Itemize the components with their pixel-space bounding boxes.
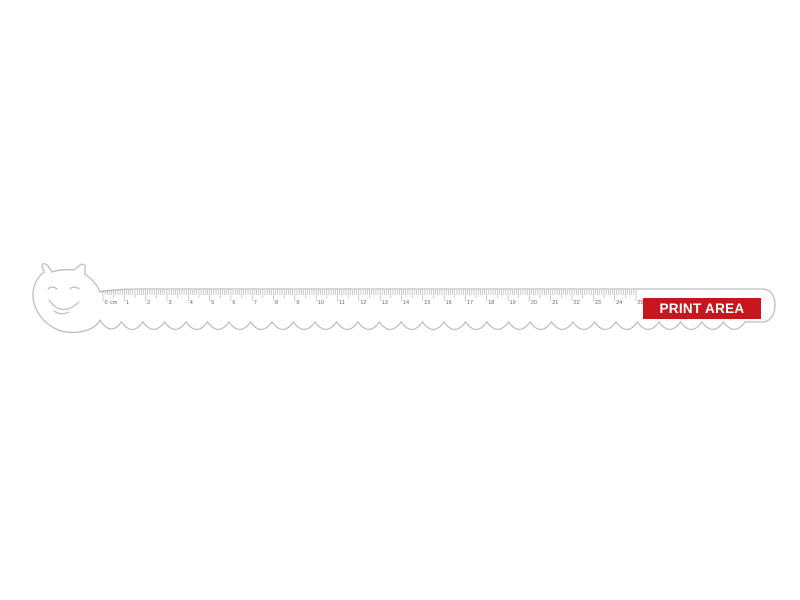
ruler-scale-number: 20 (531, 300, 537, 306)
ruler-scale-number: 13 (382, 300, 388, 306)
ruler-scale-number: 6 (232, 300, 235, 306)
print-area-badge: PRINT AREA (643, 298, 761, 319)
ruler-scale-number: 17 (467, 300, 473, 306)
ruler-scale-number: 14 (403, 300, 409, 306)
ruler-scale-number: 12 (360, 300, 366, 306)
ruler-scale-number: 21 (552, 300, 558, 306)
ruler-scale-number: 8 (275, 300, 278, 306)
ruler-scale-number: 4 (190, 300, 193, 306)
ruler-scale-number: 3 (168, 300, 171, 306)
scalloped-bottom-edge (99, 319, 762, 331)
ruler-scale-number: 16 (446, 300, 452, 306)
ruler-scale-number: 9 (296, 300, 299, 306)
ruler-scale-number: 2 (147, 300, 150, 306)
ruler-scale-number: 0 (105, 300, 108, 306)
caterpillar-head-outline (32, 263, 101, 334)
ruler-scale-number: 5 (211, 300, 214, 306)
ruler-scale-number: 19 (510, 300, 516, 306)
ruler-top-edge (99, 288, 776, 323)
ruler-scale-number: 18 (488, 300, 494, 306)
ruler-scale-number: 22 (574, 300, 580, 306)
ruler-scale-number: 15 (424, 300, 430, 306)
ruler-scale-number: 7 (254, 300, 257, 306)
smiley-face-icon (47, 286, 80, 315)
ruler-scale-number: 11 (339, 300, 345, 306)
ruler-scale-number: 1 (126, 300, 129, 306)
ruler-scale-ticks (102, 290, 637, 301)
ruler-scale-number: 24 (616, 300, 622, 306)
ruler-scale-number: 23 (595, 300, 601, 306)
ruler-scale-number: 10 (318, 300, 324, 306)
ruler-unit-label: cm (110, 300, 118, 306)
ruler-scale-number: 25 (638, 300, 644, 306)
